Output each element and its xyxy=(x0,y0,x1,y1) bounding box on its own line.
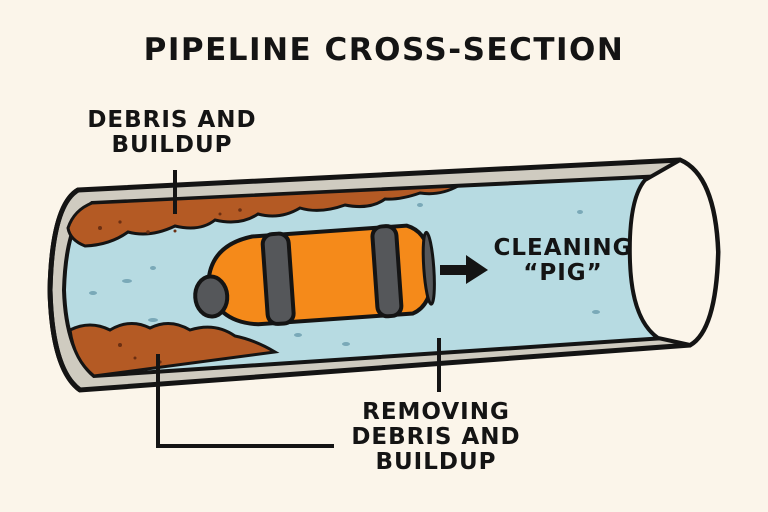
page-title: PIPELINE CROSS-SECTION xyxy=(143,32,625,68)
leader-debris-bottom xyxy=(156,354,334,448)
label-line: BUILDUP xyxy=(375,448,497,475)
debris-bottom xyxy=(68,322,280,378)
debris-top xyxy=(66,184,459,248)
pipe-rim-left xyxy=(47,187,82,393)
label-debris-buildup: DEBRIS AND BUILDUP xyxy=(72,108,272,158)
label-line: “PIG” xyxy=(523,259,603,286)
arrow-right-icon xyxy=(440,255,488,284)
label-line: DEBRIS AND xyxy=(351,423,521,450)
label-line: BUILDUP xyxy=(111,131,233,158)
pig-nose-cap xyxy=(193,274,230,319)
label-cleaning-pig: CLEANING “PIG” xyxy=(478,236,648,286)
pig-band-front xyxy=(370,224,404,319)
label-line: REMOVING xyxy=(362,399,510,425)
cleaning-pig xyxy=(193,223,436,327)
label-line: DEBRIS AND xyxy=(87,107,257,133)
water-specks xyxy=(89,203,600,346)
pipe-opening xyxy=(627,157,721,348)
label-line: CLEANING xyxy=(493,235,633,261)
label-removing-debris: REMOVING DEBRIS AND BUILDUP xyxy=(336,400,536,474)
pig-end-cap xyxy=(421,230,436,306)
pig-band-rear xyxy=(260,231,296,326)
